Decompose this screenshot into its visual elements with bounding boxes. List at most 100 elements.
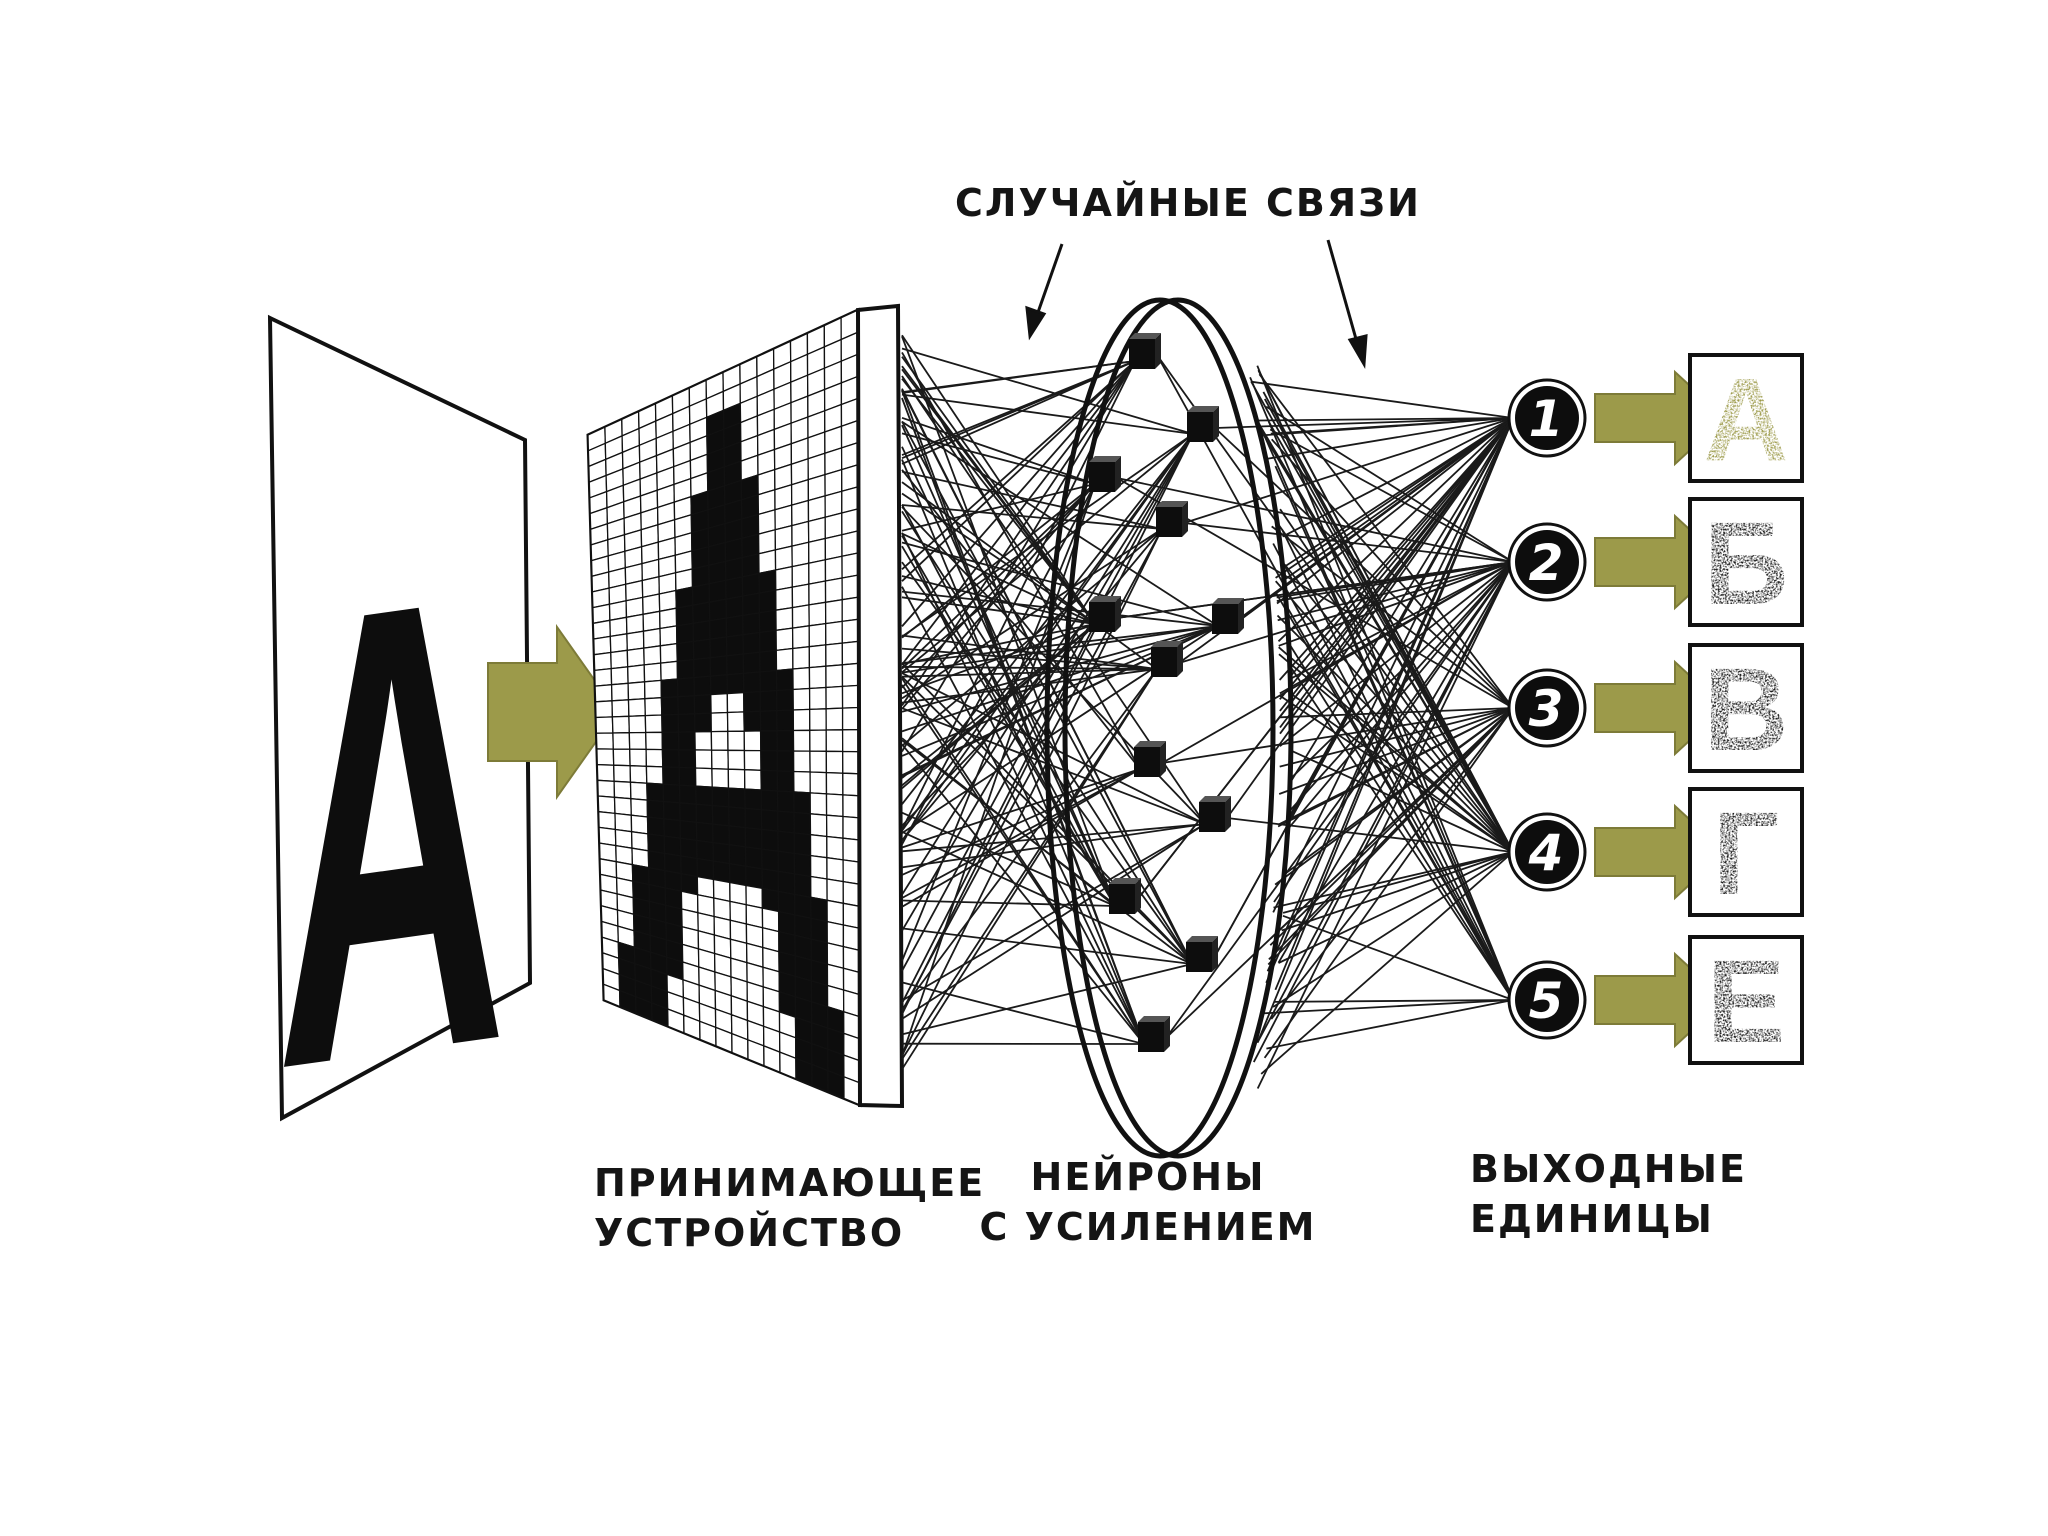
receptor-cell xyxy=(758,609,777,634)
receptor-cell xyxy=(645,748,664,768)
receptor-cell xyxy=(774,545,793,571)
connection-line xyxy=(1256,417,1514,1043)
connection-line xyxy=(1288,664,1514,1001)
connection-line xyxy=(901,586,1145,1045)
connection-line xyxy=(901,360,1136,627)
connection-line xyxy=(1275,417,1514,579)
receptor-cell xyxy=(841,529,860,558)
receptor-cell xyxy=(743,710,762,732)
connection-line xyxy=(901,433,1194,805)
receptor-cell xyxy=(726,691,745,714)
receptor-cell xyxy=(679,819,698,842)
connection-line xyxy=(1263,707,1514,1059)
receptor-cell xyxy=(644,697,663,717)
input-card: А xyxy=(267,314,533,1204)
receptor-cell xyxy=(645,731,664,751)
receptor-cell xyxy=(660,678,679,699)
receptor-cell xyxy=(728,825,747,848)
connection-line xyxy=(1285,707,1514,874)
output-letter: В xyxy=(1703,644,1788,776)
receptor-cell xyxy=(662,800,681,822)
connection-line xyxy=(1287,642,1514,1001)
connection-line xyxy=(1260,851,1514,1075)
receptor-cell xyxy=(759,709,778,732)
receptor-cell xyxy=(808,537,827,564)
connection-line xyxy=(1256,365,1514,1001)
receptor-label-line1: ПРИНИМАЮЩЕЕ xyxy=(594,1161,985,1205)
connection-line xyxy=(901,668,1158,1060)
output-number: 3 xyxy=(1529,680,1564,738)
receptor-cell xyxy=(777,850,796,875)
connection-line xyxy=(1214,417,1514,429)
receptor-cell xyxy=(758,569,777,594)
receptor-cell xyxy=(679,802,698,824)
receptor-cell xyxy=(678,784,697,805)
receptor-cell xyxy=(808,601,827,627)
connection-line xyxy=(901,469,1141,770)
receptor-cell xyxy=(728,843,747,867)
receptor-cell xyxy=(824,577,843,604)
receptor-cell xyxy=(596,748,615,766)
neuron-cube xyxy=(1212,598,1244,634)
output-number: 2 xyxy=(1529,534,1564,592)
output-letter-box xyxy=(1688,497,1804,627)
random-connections-pointers xyxy=(1025,239,1368,369)
connection-line xyxy=(1116,561,1514,619)
connection-line xyxy=(1279,707,1514,768)
outputs-label-line2: ЕДИНИЦЫ xyxy=(1470,1197,1714,1241)
receptor-cell xyxy=(626,647,645,668)
neuron-cube xyxy=(1134,741,1166,777)
receptor-cell xyxy=(612,732,631,750)
output-circle xyxy=(1515,676,1579,740)
receptor-cell xyxy=(646,782,665,803)
neuron-cube xyxy=(1151,641,1183,677)
connection-line xyxy=(1258,417,1514,422)
connection-line xyxy=(901,623,1096,665)
connection-line xyxy=(901,768,1141,899)
receptor-cell xyxy=(841,618,860,644)
receptor-cell xyxy=(791,604,810,629)
receptor-cell xyxy=(595,716,614,734)
receptor-label-line2: УСТРОЙСТВО xyxy=(594,1211,904,1255)
receptor-cell xyxy=(627,681,646,701)
receptor-cell xyxy=(727,749,746,771)
receptor-cell xyxy=(627,698,646,717)
receptor-cell xyxy=(809,729,827,752)
receptor-cell xyxy=(842,815,860,841)
receptor-cell xyxy=(610,649,629,670)
connection-line xyxy=(1183,417,1514,524)
receptor-cell xyxy=(774,565,793,591)
receptor-cell xyxy=(612,748,631,767)
receptor-cell xyxy=(727,730,746,752)
connection-line xyxy=(1287,561,1514,813)
connection-line xyxy=(901,707,1206,825)
random-connections-label: СЛУЧАЙНЫЕ СВЯЗИ xyxy=(955,181,1421,225)
connection-line xyxy=(901,492,1096,625)
connection-line xyxy=(1281,851,1514,932)
receptor-cell xyxy=(709,636,728,659)
receptor-cell xyxy=(710,749,729,770)
neuron-cube xyxy=(1089,596,1121,632)
connection-line xyxy=(1261,417,1514,437)
output-letter-box xyxy=(1688,935,1804,1065)
receptor-cell xyxy=(695,821,714,844)
connection-line xyxy=(1156,354,1514,1001)
receptor-cell xyxy=(694,730,713,751)
receptor-cell xyxy=(659,625,678,647)
connection-line xyxy=(901,535,1116,907)
receptor-cell xyxy=(842,902,861,930)
input-arrow-icon xyxy=(487,623,619,801)
receptor-cell xyxy=(777,870,796,896)
receptor-cell xyxy=(742,631,761,655)
connection-line xyxy=(1279,417,1514,700)
receptor-cell xyxy=(661,748,680,769)
receptor-cell xyxy=(693,712,712,733)
receptor-cell xyxy=(808,559,827,585)
receptor-cell xyxy=(594,667,613,687)
connection-line xyxy=(1266,999,1514,1050)
receptor-cell xyxy=(744,788,763,811)
receptor-cell xyxy=(842,772,860,797)
neuron-cube xyxy=(1089,456,1121,492)
connection-line xyxy=(901,963,1193,1036)
